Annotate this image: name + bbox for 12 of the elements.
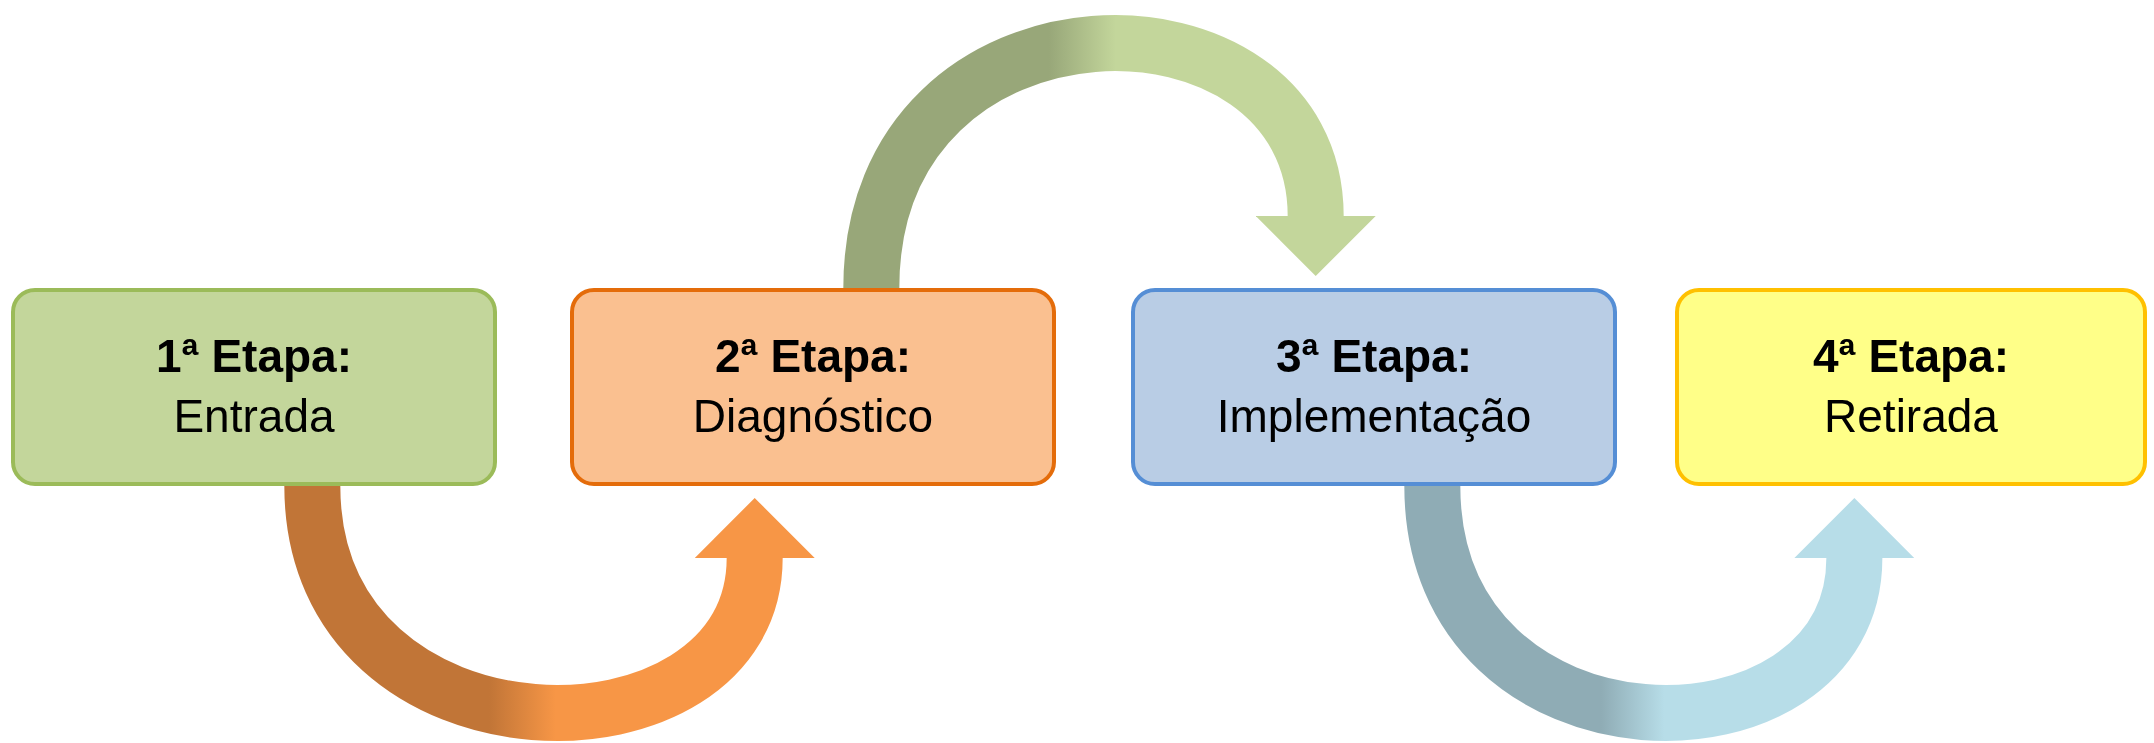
stage-box [11,288,497,486]
stage-name: Retirada [1824,389,1998,444]
stage-name: Entrada [173,389,335,444]
stage-box [1675,288,2147,486]
stage-box [1131,288,1617,486]
stage-heading: 3ª Etapa: [1276,329,1472,385]
stage-box [570,288,1056,486]
stage-heading: 1ª Etapa: [156,329,352,385]
stage-name: Implementação [1216,389,1532,444]
stage-name: Diagnóstico [692,389,934,444]
stage-heading: 2ª Etapa: [715,329,911,385]
stage-heading: 4ª Etapa: [1813,329,2009,385]
